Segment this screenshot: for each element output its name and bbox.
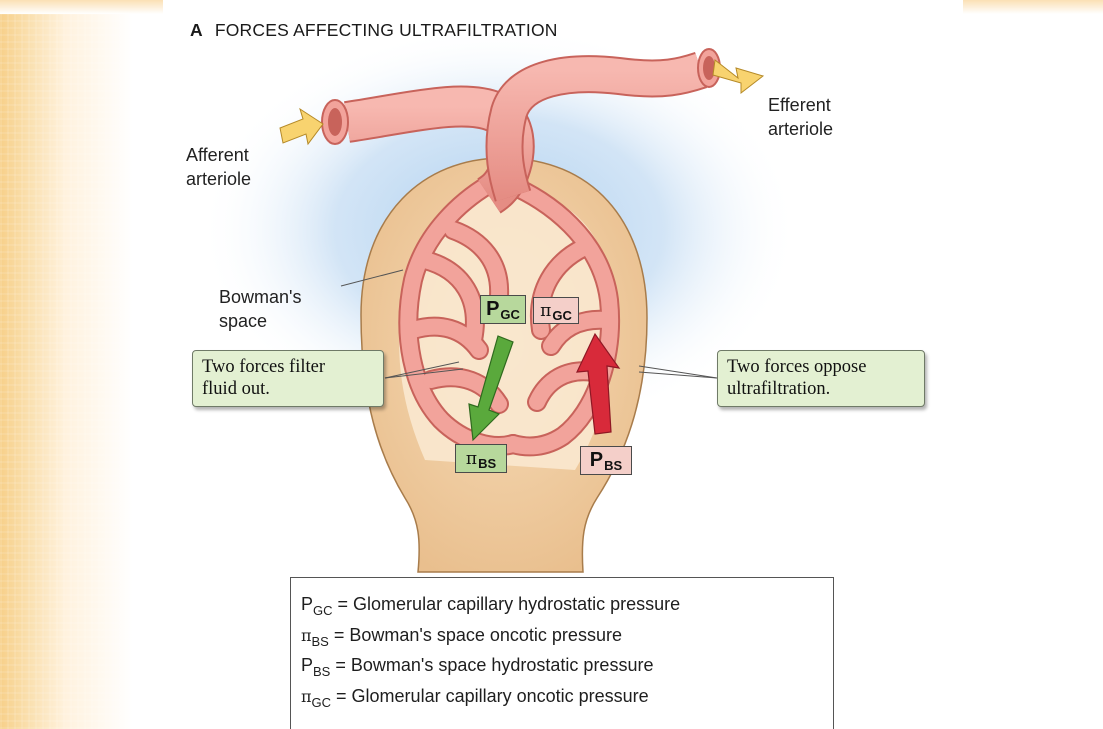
legend-box: PGC = Glomerular capillary hydrostatic p…: [290, 577, 834, 729]
figure-title: A FORCES AFFECTING ULTRAFILTRATION: [190, 20, 558, 41]
legend-definition: = Bowman's space hydrostatic pressure: [335, 655, 653, 675]
legend-symbol: P: [301, 655, 313, 675]
p-bs-subscript: BS: [604, 458, 622, 473]
legend-definition: = Bowman's space oncotic pressure: [334, 625, 622, 645]
p-gc-symbol: P: [486, 298, 499, 321]
legend-row-pi-gc: πGC = Glomerular capillary oncotic press…: [301, 682, 833, 713]
afferent-label-line2: arteriole: [186, 168, 251, 190]
pi-gc-symbol: π: [540, 301, 551, 321]
legend-row-p-bs: PBS = Bowman's space hydrostatic pressur…: [301, 651, 833, 682]
legend-row-p-gc: PGC = Glomerular capillary hydrostatic p…: [301, 590, 833, 621]
legend-subscript: GC: [313, 603, 333, 618]
bowman-label-line1: Bowman's: [219, 286, 301, 308]
pi-bs-symbol: π: [466, 449, 477, 469]
legend-definition: = Glomerular capillary oncotic pressure: [336, 686, 649, 706]
p-bs-symbol: P: [590, 449, 603, 472]
p-gc-subscript: GC: [500, 307, 520, 322]
filter-out-callout: Two forces filter fluid out.: [192, 350, 384, 407]
panel-letter: A: [190, 20, 203, 40]
title-text: FORCES AFFECTING ULTRAFILTRATION: [215, 20, 558, 40]
bowman-label-line2: space: [219, 310, 267, 332]
legend-symbol: π: [301, 687, 312, 706]
legend-subscript: GC: [312, 695, 332, 710]
legend-subscript: BS: [312, 634, 329, 649]
efferent-flow-arrow: [713, 60, 763, 93]
pi-bs-subscript: BS: [478, 456, 496, 471]
legend-symbol: π: [301, 626, 312, 645]
pi-gc-subscript: GC: [552, 308, 572, 323]
afferent-label-line1: Afferent: [186, 144, 249, 166]
efferent-label-line2: arteriole: [768, 118, 833, 140]
oppose-callout: Two forces oppose ultrafiltration.: [717, 350, 925, 407]
legend-definition: = Glomerular capillary hydrostatic press…: [338, 594, 681, 614]
legend-subscript: BS: [313, 664, 330, 679]
efferent-label-line1: Efferent: [768, 94, 831, 116]
figure-panel: A FORCES AFFECTING ULTRAFILTRATION Affere…: [163, 0, 963, 729]
legend-row-pi-bs: πBS = Bowman's space oncotic pressure: [301, 621, 833, 652]
legend-symbol: P: [301, 594, 313, 614]
